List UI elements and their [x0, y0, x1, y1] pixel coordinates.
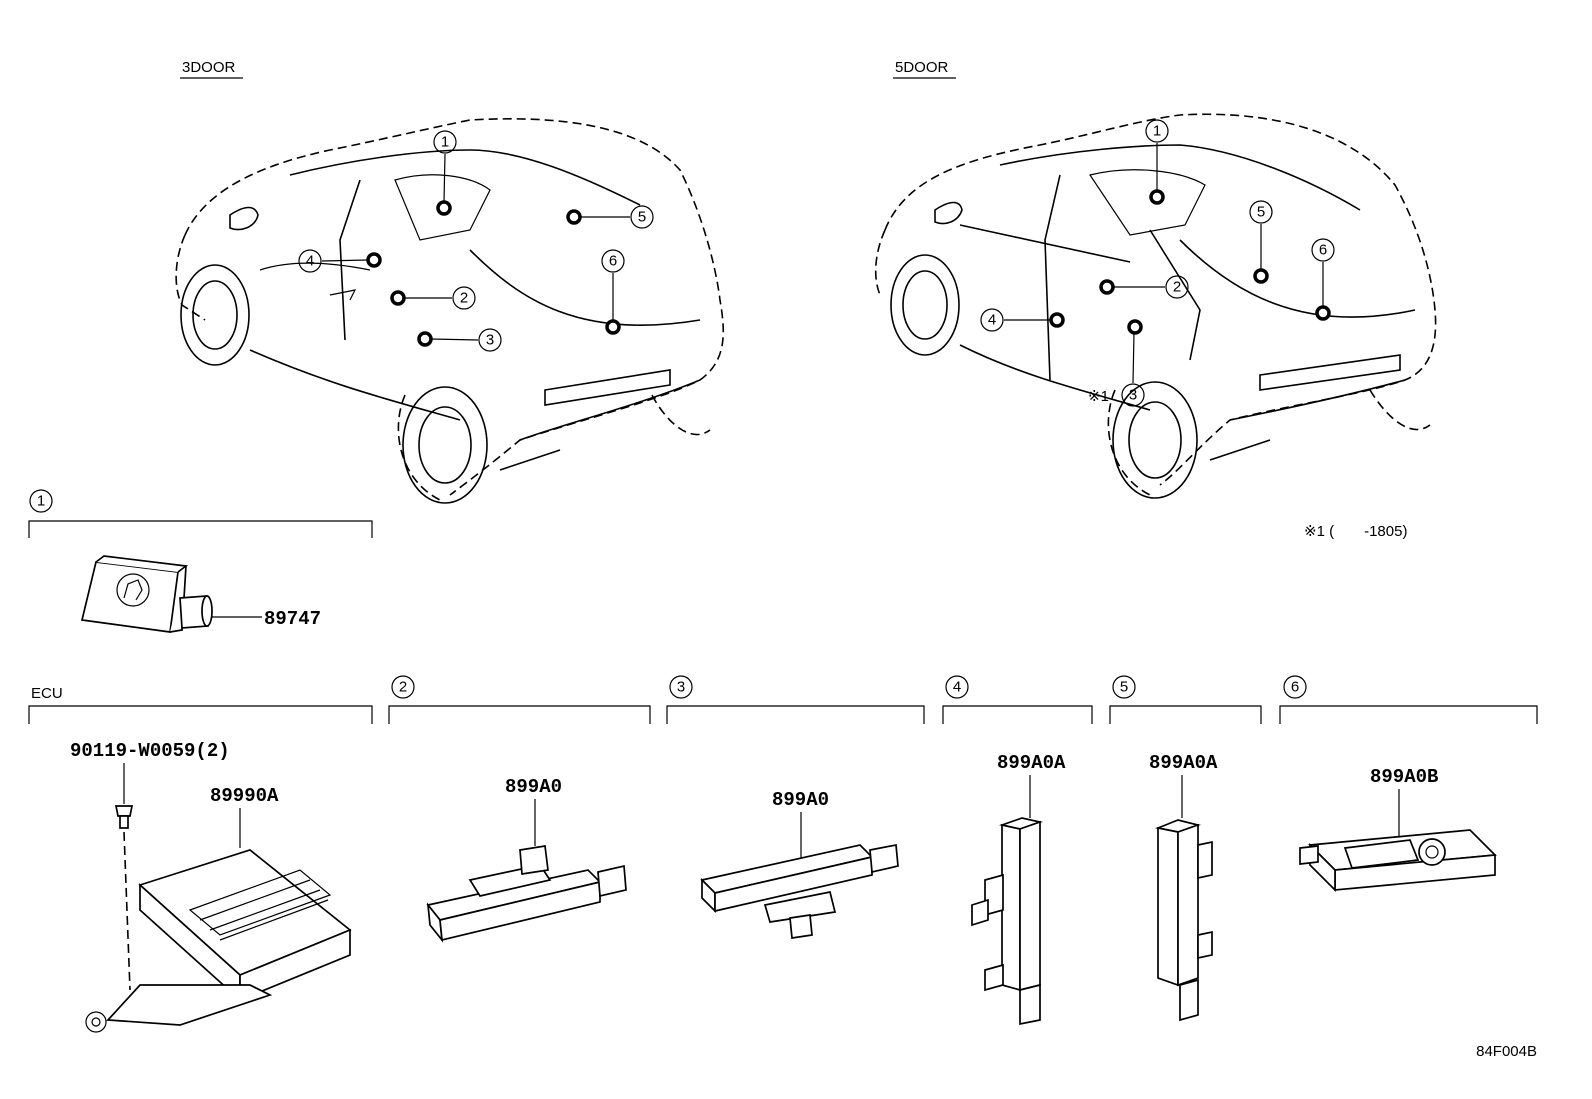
part-number-899A0A-g4: 899A0A: [997, 752, 1066, 774]
view-label-5door: 5DOOR: [895, 59, 949, 76]
callout-2-5door: 2: [1165, 275, 1189, 299]
sensor-location-6-3door: [605, 319, 621, 335]
group-1-number: 1: [29, 489, 53, 513]
bolt-icon: [114, 805, 134, 829]
illustration-code: 84F004B: [1476, 1043, 1537, 1060]
part-number-899A0-g2: 899A0: [505, 776, 562, 798]
group-6-sensor: 6 899A0B: [1279, 675, 1538, 893]
sensor-89747-body: [80, 561, 179, 633]
group-1-bracket: [28, 520, 373, 538]
car-3door-illustration: 3DOOR: [175, 59, 724, 504]
group-5-bracket: [1109, 705, 1262, 724]
sensor-location-1-5door: [1149, 189, 1165, 205]
callout-6-3door: 6: [601, 249, 625, 273]
group-5-number: 5: [1112, 675, 1136, 699]
callout-3-3door: 3: [478, 328, 502, 352]
sensor-899A0A-g5: [1155, 819, 1213, 1022]
svg-text:2: 2: [460, 290, 468, 307]
svg-text:2: 2: [399, 679, 407, 696]
group-4-number: 4: [945, 675, 969, 699]
svg-text:6: 6: [1319, 242, 1327, 259]
ecu-bracket: [28, 705, 373, 724]
footnote-text: ※1 ( -1805): [1304, 523, 1407, 540]
group-2-sensor: 2 899A0: [388, 675, 651, 943]
callout-4-3door: 4: [298, 249, 322, 273]
sensor-899A0-g2: [426, 845, 627, 943]
svg-text:2: 2: [1173, 279, 1181, 296]
group-3-number: 3: [669, 675, 693, 699]
group-1-sensor: 1 89747: [28, 489, 373, 633]
part-number-89747: 89747: [264, 608, 321, 630]
group-6-bracket: [1279, 705, 1538, 724]
part-number-899A0B: 899A0B: [1370, 766, 1438, 788]
group-4-bracket: [942, 705, 1093, 724]
callout-4-5door: 4: [980, 308, 1004, 332]
callout-2-3door: 2: [452, 286, 476, 310]
sensor-899A0A-g4: [971, 817, 1044, 1026]
sensor-location-4-3door: [366, 252, 382, 268]
svg-text:5: 5: [1257, 204, 1265, 221]
ecu-label: ECU: [31, 685, 63, 702]
group-2-bracket: [388, 705, 651, 724]
callout-3-5door: 3: [1121, 383, 1145, 407]
svg-text:3: 3: [677, 679, 685, 696]
part-number-90119-W0059: 90119-W0059(2): [70, 740, 230, 762]
svg-text:1: 1: [441, 134, 449, 151]
sensor-location-4-5door: [1049, 312, 1065, 328]
view-label-3door: 3DOOR: [182, 59, 236, 76]
callout-5-3door: 5: [630, 205, 654, 229]
svg-text:1: 1: [1153, 123, 1161, 140]
callout-6-5door: 6: [1311, 238, 1335, 262]
sensor-location-2-5door: [1099, 279, 1115, 295]
sensor-location-1-3door: [436, 200, 452, 216]
ecu-module: [85, 849, 352, 1033]
group-2-number: 2: [391, 675, 415, 699]
car-5door-illustration: 5DOOR 1 2 3 4 5: [874, 59, 1437, 499]
part-number-899A0A-g5: 899A0A: [1149, 752, 1218, 774]
sensor-899A0B: [1299, 829, 1497, 893]
group-6-number: 6: [1283, 675, 1307, 699]
group-3-sensor: 3 899A0: [666, 675, 925, 939]
sensor-location-5-3door: [566, 209, 582, 225]
callout-5-5door: 5: [1249, 200, 1273, 224]
sensor-899A0-g3: [700, 843, 899, 939]
group-ecu: ECU 90119-W0059(2) 89990A: [28, 685, 373, 1033]
svg-text:6: 6: [609, 253, 617, 270]
sensor-location-5-5door: [1253, 268, 1269, 284]
svg-text:3: 3: [1129, 387, 1137, 404]
sensor-location-2-3door: [390, 290, 406, 306]
part-number-899A0-g3: 899A0: [772, 789, 829, 811]
sensor-location-3-5door: [1127, 319, 1143, 335]
callout-1-3door: 1: [433, 130, 457, 154]
svg-text:4: 4: [306, 253, 314, 270]
footnote-marker-5door: ※1: [1088, 388, 1109, 405]
svg-text:1: 1: [37, 493, 45, 510]
svg-text:4: 4: [988, 312, 996, 329]
part-number-89990A: 89990A: [210, 785, 279, 807]
svg-text:6: 6: [1291, 679, 1299, 696]
sensor-location-6-5door: [1315, 305, 1331, 321]
svg-text:3: 3: [486, 332, 494, 349]
group-4-sensor: 4 899A0A: [942, 675, 1093, 1026]
sensor-location-3-3door: [417, 331, 433, 347]
callout-1-5door: 1: [1145, 119, 1169, 143]
group-3-bracket: [666, 705, 925, 724]
svg-text:5: 5: [638, 209, 646, 226]
group-5-sensor: 5 899A0A: [1109, 675, 1262, 1022]
svg-text:5: 5: [1120, 679, 1128, 696]
svg-text:4: 4: [953, 679, 961, 696]
